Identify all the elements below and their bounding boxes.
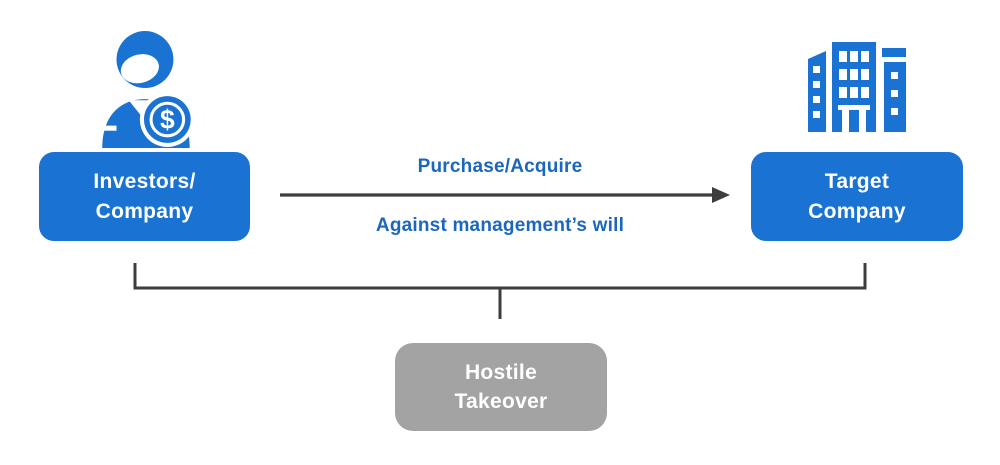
bracket-connector — [133, 263, 867, 319]
hostile-takeover-label-line2: Takeover — [454, 390, 548, 413]
investor-person-dollar-icon: $ — [97, 31, 195, 148]
dollar-sign-glyph: $ — [160, 105, 175, 135]
target-company-label-line2: Company — [808, 199, 906, 223]
investors-company-label-line2: Company — [95, 199, 194, 223]
hostile-takeover-label-line1: Hostile — [464, 361, 538, 384]
purchase-acquire-label: Purchase/Acquire — [417, 156, 583, 177]
target-company-box: Target Company — [751, 152, 963, 241]
company-buildings-icon — [808, 42, 906, 132]
investors-company-box: Investors/ Company — [39, 152, 250, 241]
purchase-arrow — [280, 187, 730, 203]
investors-company-label-line1: Investors/ — [93, 169, 196, 193]
hostile-takeover-box: Hostile Takeover — [395, 343, 607, 431]
target-company-label-line1: Target — [824, 169, 890, 193]
against-management-label: Against management’s will — [375, 215, 625, 236]
